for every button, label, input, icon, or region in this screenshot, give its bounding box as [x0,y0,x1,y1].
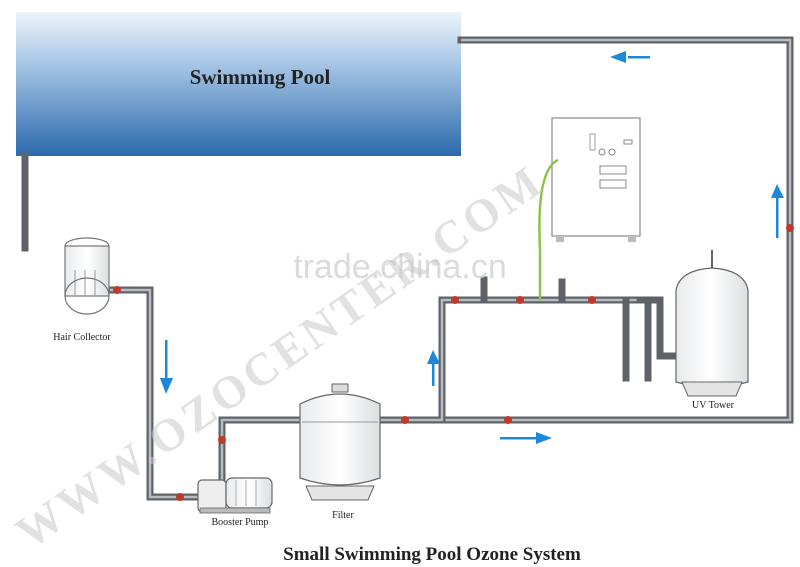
filter-outlet-pipe [374,296,644,424]
pool-water [16,12,461,156]
valves [113,224,794,501]
uv-tower-tank [675,267,749,388]
pump-to-filter-pipe [218,416,304,484]
pump-head [197,479,227,513]
ozone-tube [538,158,559,300]
valve-icon [401,416,409,424]
suction-pipe-highlight [110,288,200,499]
hair-collector-label: Hair Collector [53,332,111,343]
valve-icon [113,286,121,294]
flow-arrow-icon [160,340,173,394]
pool-label: Swimming Pool [190,65,331,89]
hair-collector: Hair Collector [53,237,111,343]
valve-icon [451,296,459,304]
uv-inlet-pipe [636,296,680,360]
booster-pump-label: Booster Pump [212,517,269,528]
uv-tower: UV Tower [675,250,749,411]
valve-icon [516,296,524,304]
filter-label: Filter [332,510,354,521]
diagram-title: Small Swimming Pool Ozone System [283,544,581,565]
ozone-generator-cabinet [551,117,641,237]
valve-icon [218,436,226,444]
valve-icon [786,224,794,232]
valve-icon [176,493,184,501]
diagonal-watermark: WWW.OZOCENTER.COM [6,154,552,558]
filter: Filter [299,383,381,521]
flow-arrow-icon [610,51,650,63]
filter-tank [299,393,381,486]
filter-outlet-pipe-highlight [378,298,640,422]
valve-icon [588,296,596,304]
valve-icon [504,416,512,424]
flow-arrow-icon [500,432,552,444]
flow-arrows [160,51,784,444]
center-watermark: trade.china.cn [293,248,507,286]
pump-motor [225,477,273,509]
flow-arrow-icon [771,184,784,238]
flow-arrow-icon [427,350,440,386]
swimming-pool: Swimming Pool [16,12,461,156]
booster-pump: Booster Pump [197,477,273,528]
uv-tower-label: UV Tower [692,400,735,411]
hair-collector-body [64,245,110,297]
ozone-generator [538,117,641,300]
pump-to-filter-pipe-highlight [220,418,300,480]
